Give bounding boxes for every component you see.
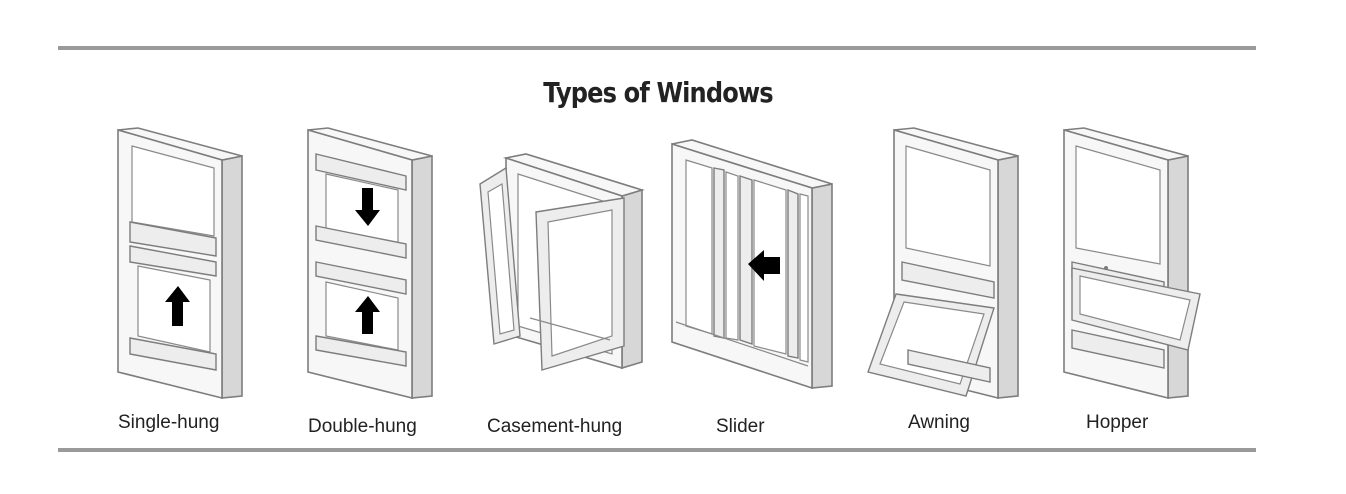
window-label-hopper: Hopper xyxy=(1086,412,1149,433)
slider-window-icon xyxy=(671,139,833,390)
window-label-awning: Awning xyxy=(908,412,970,433)
window-label-single-hung: Single-hung xyxy=(118,412,220,433)
single-hung-window-icon xyxy=(117,127,243,400)
diagram-title: Types of Windows xyxy=(543,76,773,109)
window-label-slider: Slider xyxy=(716,416,765,437)
window-label-double-hung: Double-hung xyxy=(308,416,417,437)
casement-hung-window-icon xyxy=(479,153,645,371)
double-hung-window-icon xyxy=(307,127,433,400)
bottom-rule xyxy=(58,448,1256,452)
top-rule xyxy=(58,46,1256,50)
hopper-window-icon xyxy=(1063,127,1201,400)
awning-window-icon xyxy=(867,127,1019,400)
window-label-casement-hung: Casement-hung xyxy=(487,416,623,437)
